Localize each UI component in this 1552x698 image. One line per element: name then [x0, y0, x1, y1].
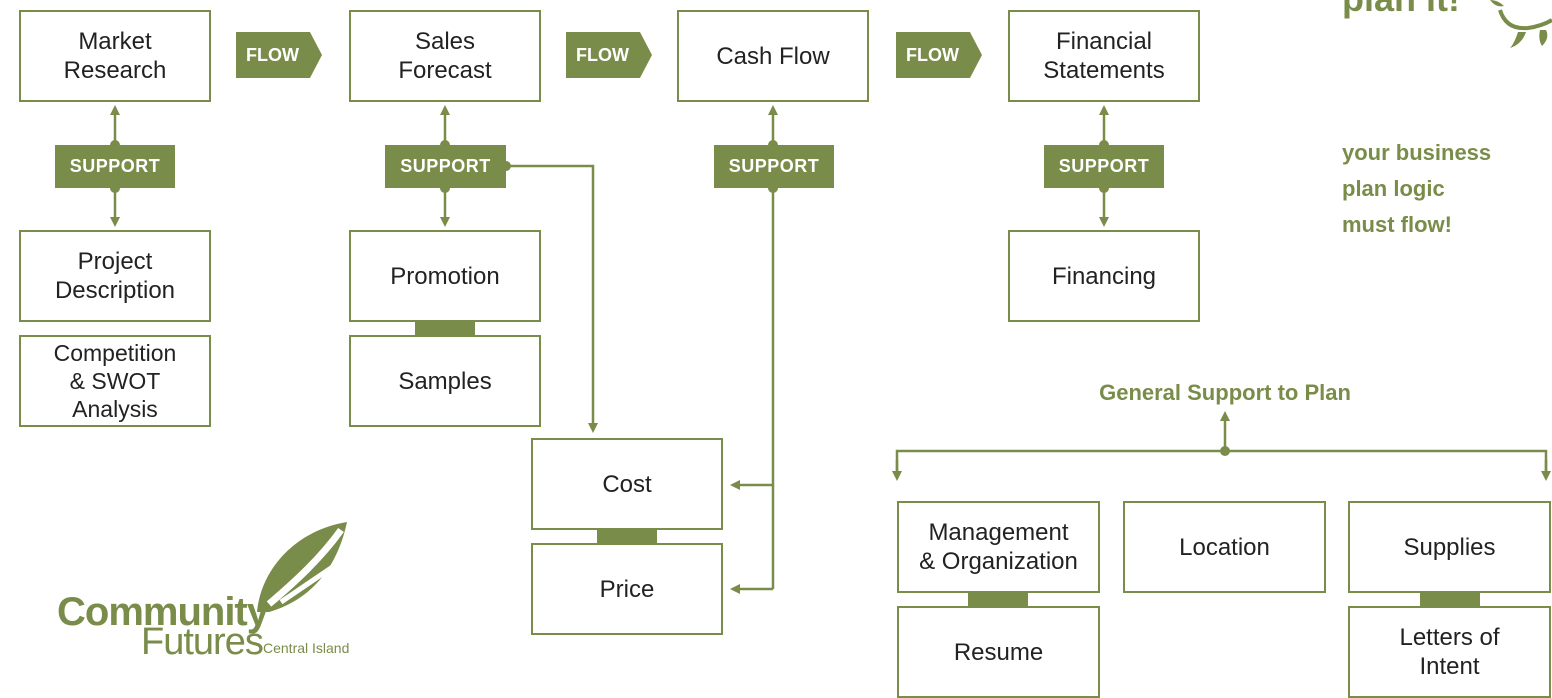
financial-statements-box: Financial Statements	[1008, 10, 1200, 102]
connector-bar	[597, 530, 657, 543]
cash-flow-box: Cash Flow	[677, 10, 869, 102]
financing-box: Financing	[1008, 230, 1200, 322]
project-description-box: Project Description	[19, 230, 211, 322]
location-box: Location	[1123, 501, 1326, 593]
logo-futures: Futures	[141, 621, 264, 663]
sales-forecast-box: Sales Forecast	[349, 10, 541, 102]
management-box: Management & Organization	[897, 501, 1100, 593]
flow-arrow: FLOW	[236, 32, 322, 78]
letters-of-intent-box: Letters of Intent	[1348, 606, 1551, 698]
tree-branch-icon	[1490, 0, 1552, 48]
flow-arrow: FLOW	[896, 32, 982, 78]
support-label: SUPPORT	[1044, 145, 1164, 188]
connector-bar	[968, 593, 1028, 606]
dot	[1220, 446, 1230, 456]
arrow-sales-to-cost	[506, 164, 598, 433]
tagline-text: your business plan logic must flow!	[1342, 135, 1491, 243]
plan-it-heading: plan it!	[1342, 0, 1460, 20]
market-research-box: Market Research	[19, 10, 211, 102]
connector-bar	[415, 322, 475, 335]
tagline-line: your business	[1342, 140, 1492, 165]
logo-central-island: Central Island	[263, 640, 350, 656]
samples-box: Samples	[349, 335, 541, 427]
support-label: SUPPORT	[55, 145, 175, 188]
support-label: SUPPORT	[714, 145, 834, 188]
price-box: Price	[531, 543, 723, 635]
cost-box: Cost	[531, 438, 723, 530]
flow-arrow: FLOW	[566, 32, 652, 78]
resume-box: Resume	[897, 606, 1100, 698]
tagline-line: must flow!	[1342, 212, 1452, 237]
connector-bar	[1420, 593, 1480, 606]
competition-swot-box: Competition & SWOT Analysis	[19, 335, 211, 427]
promotion-box: Promotion	[349, 230, 541, 322]
leaf-icon	[257, 522, 347, 612]
logo-community: Community	[57, 590, 269, 634]
support-label: SUPPORT	[385, 145, 506, 188]
general-support-heading: General Support to Plan	[1099, 380, 1351, 405]
supplies-box: Supplies	[1348, 501, 1551, 593]
tagline-line: plan logic	[1342, 176, 1445, 201]
